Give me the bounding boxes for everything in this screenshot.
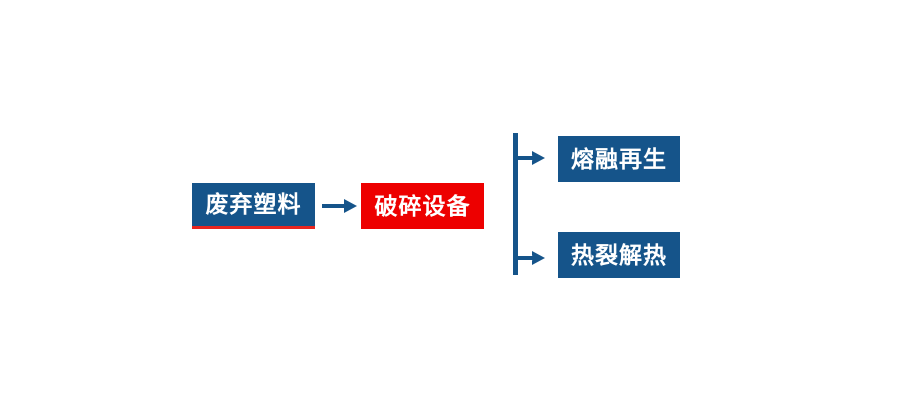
node-crushing-equipment[interactable]: 破碎设备	[361, 183, 484, 229]
node-waste-plastic[interactable]: 废弃塑料	[192, 183, 315, 229]
branch-arrow-top-icon	[518, 151, 545, 165]
node-pyrolysis-heat-label: 热裂解热	[571, 241, 667, 268]
node-melt-regeneration-label: 熔融再生	[571, 145, 667, 172]
node-melt-regeneration[interactable]: 熔融再生	[558, 136, 680, 182]
node-pyrolysis-heat[interactable]: 热裂解热	[558, 232, 680, 278]
node-waste-plastic-label: 废弃塑料	[205, 191, 302, 217]
node-crushing-equipment-label: 破碎设备	[374, 192, 471, 219]
branch-split-connector	[505, 125, 565, 285]
arrow-right-icon	[320, 190, 360, 222]
branch-arrow-bottom-icon	[518, 251, 545, 265]
